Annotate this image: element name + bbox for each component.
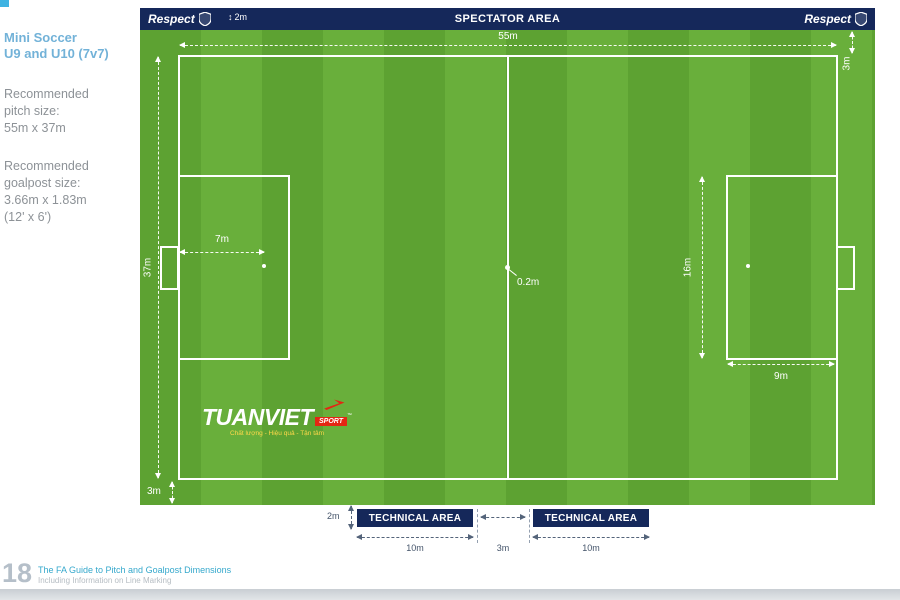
respect-shield-icon <box>855 12 867 26</box>
pitch-size-line3: 55m x 37m <box>4 121 66 135</box>
technical-gap-dimension <box>480 514 526 520</box>
penalty-area-width-dimension <box>699 176 705 359</box>
bottom-margin-label: 3m <box>147 486 161 497</box>
right-penalty-area <box>726 175 838 360</box>
technical-offset-label: 2m <box>327 511 340 521</box>
goalpost-size-line2: goalpost size: <box>4 176 81 190</box>
left-goal <box>160 246 179 290</box>
logo-tm: ™ <box>347 412 352 419</box>
technical-right-length-label: 10m <box>582 543 600 553</box>
logo-side: SPORT™ <box>315 398 352 428</box>
penalty-spot-dimension <box>179 249 265 255</box>
respect-left-label: Respect <box>148 12 195 26</box>
spectator-bar: Respect ↕ 2m SPECTATOR AREA Respect <box>140 8 875 30</box>
right-penalty-spot <box>746 264 750 268</box>
centre-spot <box>505 265 510 270</box>
section-title-line2: U9 and U10 (7v7) <box>4 46 109 61</box>
logo-sport-text: SPORT <box>315 417 347 426</box>
page-number: 18 <box>2 558 33 588</box>
spectator-area-label: SPECTATOR AREA <box>454 13 561 25</box>
bottom-margin-dimension <box>169 481 175 504</box>
pitch-width-dimension <box>179 42 837 48</box>
pitch-size-line1: Recommended <box>4 87 89 101</box>
gap-tick-right <box>529 509 530 543</box>
footer-subtitle: Including Information on Line Marking <box>38 576 172 585</box>
logo-tagline: Chất lượng - Hiệu quả - Tận tâm <box>229 430 325 437</box>
pitch-width-label: 55m <box>498 31 518 42</box>
pitch-height-label: 37m <box>142 257 154 278</box>
respect-right-label: Respect <box>804 12 851 26</box>
footer-title: The FA Guide to Pitch and Goalpost Dimen… <box>38 565 232 575</box>
technical-offset-dimension <box>348 505 354 530</box>
goalpost-size-line3: 3.66m x 1.83m <box>4 193 87 207</box>
logo-brand-text: TUANVIET <box>202 404 314 430</box>
penalty-area-depth-label: 9m <box>774 371 788 382</box>
right-goal <box>836 246 855 290</box>
section-title: Mini Soccer U9 and U10 (7v7) <box>4 30 109 62</box>
technical-right-length-dimension <box>532 534 650 540</box>
respect-badge-left: Respect <box>148 8 211 30</box>
respect-shield-icon <box>198 12 211 26</box>
pitch-size-note: Recommended pitch size: 55m x 37m <box>4 86 89 137</box>
penalty-area-depth-dimension <box>727 361 835 367</box>
respect-badge-right: Respect <box>804 8 867 30</box>
left-penalty-spot <box>262 264 266 268</box>
left-penalty-area <box>178 175 290 360</box>
top-margin-dimension <box>849 31 855 54</box>
updown-arrow-icon: ↕ <box>228 12 233 22</box>
penalty-spot-distance-label: 7m <box>215 234 229 245</box>
technical-left-length-label: 10m <box>406 543 424 553</box>
penalty-area-width-label: 16m <box>682 257 694 278</box>
spectator-offset: ↕ 2m <box>228 12 247 22</box>
goalpost-size-line1: Recommended <box>4 159 89 173</box>
logo-swoosh-icon <box>323 399 344 410</box>
bottom-strip <box>0 589 900 600</box>
technical-area-left: TECHNICAL AREA <box>357 509 473 527</box>
logo-row: TUANVIET SPORT™ <box>202 398 362 430</box>
spectator-offset-label: 2m <box>234 12 248 22</box>
pitch-height-dimension <box>155 56 161 479</box>
section-title-line1: Mini Soccer <box>4 30 77 45</box>
goalpost-size-note: Recommended goalpost size: 3.66m x 1.83m… <box>4 158 89 226</box>
technical-area-right: TECHNICAL AREA <box>533 509 649 527</box>
technical-left-length-dimension <box>356 534 474 540</box>
watermark-logo: TUANVIET SPORT™ Chất lượng - Hiệu quả - … <box>202 398 362 437</box>
gap-tick-left <box>477 509 478 543</box>
technical-gap-label: 3m <box>496 543 510 553</box>
pitch-size-line2: pitch size: <box>4 104 60 118</box>
corner-fragment <box>0 0 9 7</box>
goalpost-size-line4: (12' x 6') <box>4 210 52 224</box>
top-margin-label: 3m <box>841 56 853 71</box>
centre-spot-label: 0.2m <box>517 277 540 288</box>
